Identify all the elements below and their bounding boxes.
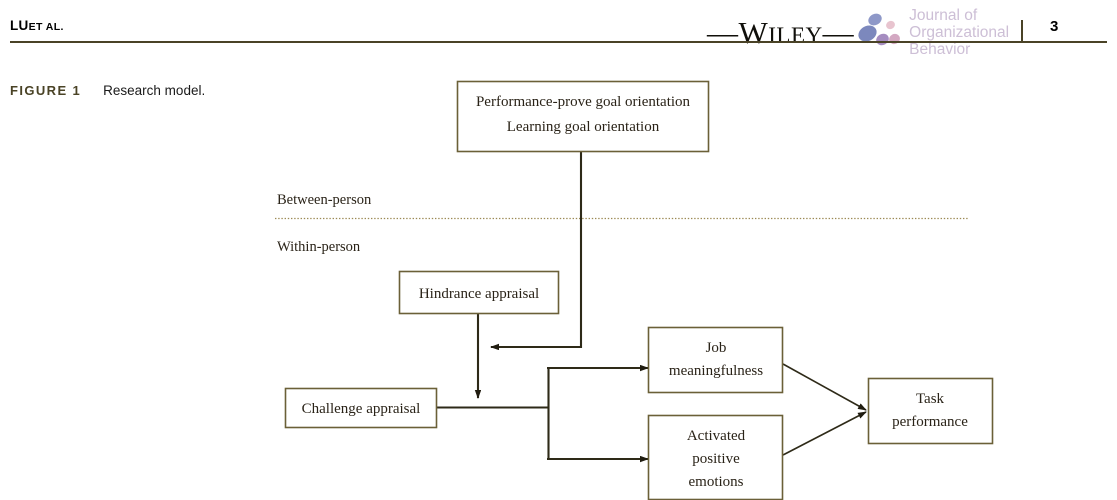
running-head-author-name: LU <box>10 18 29 33</box>
node-job-meaningfulness-line1: Job <box>706 340 727 356</box>
node-job-meaningfulness-line2: meaningfulness <box>669 363 763 379</box>
node-challenge-appraisal-box <box>284 387 438 429</box>
running-head-author: LUET AL. <box>10 18 64 33</box>
band-label-within-person: Within-person <box>277 239 361 255</box>
node-activated-positive-emotions-line2: positive <box>692 451 740 467</box>
node-activated-positive-emotions-line1: Activated <box>687 428 746 444</box>
figure-title: Research model. <box>103 83 206 98</box>
node-goal-orientation-box <box>456 80 710 153</box>
edge-activated-positive-emotions-to-task-performance <box>782 411 867 456</box>
page-number: 3 <box>1050 18 1059 35</box>
node-goal-orientation-line1: Performance-prove goal orientation <box>476 94 691 110</box>
node-hindrance-appraisal: Hindrance appraisal <box>398 270 560 315</box>
header-rule <box>10 41 1107 44</box>
node-challenge-appraisal: Challenge appraisal <box>284 387 438 429</box>
figure-caption: FIGURE 1 Research model. <box>10 82 205 100</box>
node-activated-positive-emotions-box <box>647 414 784 500</box>
node-goal-orientation: Performance-prove goal orientation Learn… <box>456 80 710 153</box>
figure-label: FIGURE 1 <box>10 83 82 98</box>
journal-name: Journal of Organizational Behavior <box>909 7 1009 58</box>
edge-job-meaningfulness-to-task-performance <box>782 363 867 411</box>
node-task-performance: Task performance <box>867 377 994 445</box>
node-task-performance-line2: performance <box>892 414 968 430</box>
node-activated-positive-emotions: Activated positive emotions <box>647 414 784 500</box>
node-job-meaningfulness: Job meaningfulness <box>647 326 784 394</box>
node-hindrance-appraisal-label: Hindrance appraisal <box>419 286 539 302</box>
node-hindrance-appraisal-box <box>398 270 560 315</box>
wiley-wordmark-iley: ILEY <box>768 22 823 48</box>
journal-name-line2: Organizational <box>909 23 1010 41</box>
node-job-meaningfulness-box <box>647 326 784 394</box>
running-head-author-suffix: ET AL. <box>28 21 64 33</box>
band-label-between-person: Between-person <box>277 192 372 208</box>
node-task-performance-box <box>867 377 994 445</box>
page-number-tick <box>1021 20 1023 42</box>
edge-goal-orientation-to-appraisal <box>490 152 583 351</box>
journal-name-line3: Behavior <box>909 40 971 58</box>
running-head: LUET AL. —WILEY— Journal of Organization… <box>0 0 1117 60</box>
node-task-performance-line1: Task <box>916 391 945 407</box>
journal-name-line1: Journal of <box>909 6 978 24</box>
node-goal-orientation-line2: Learning goal orientation <box>507 119 660 135</box>
node-activated-positive-emotions-line3: emotions <box>689 474 744 490</box>
node-challenge-appraisal-label: Challenge appraisal <box>302 401 421 417</box>
